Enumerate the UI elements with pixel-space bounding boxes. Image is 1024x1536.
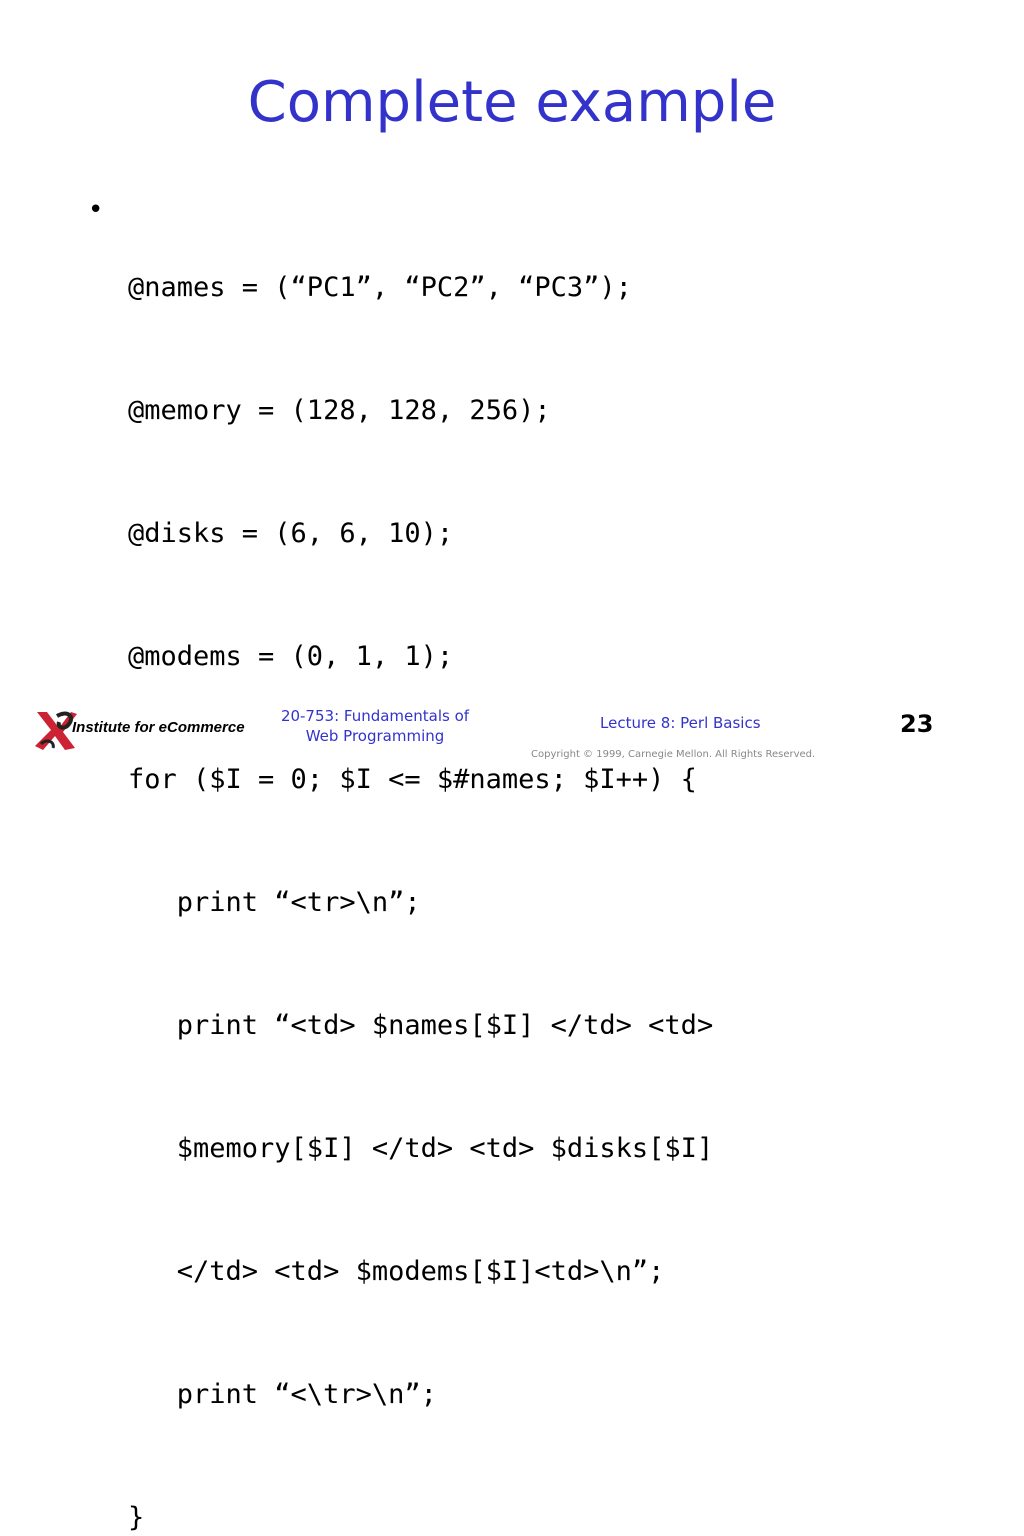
code-block: @names = (“PC1”, “PC2”, “PC3”); @memory … [128, 185, 713, 1536]
code-line: @memory = (128, 128, 256); [128, 395, 551, 426]
code-line: print “<\tr>\n”; [128, 1379, 437, 1410]
code-line: @modems = (0, 1, 1); [128, 641, 454, 672]
logo-text: Institute for eCommerce [72, 719, 245, 736]
code-line: @names = (“PC1”, “PC2”, “PC3”); [128, 272, 632, 303]
code-line: print “<tr>\n”; [128, 887, 421, 918]
code-line: $memory[$I] </td> <td> $disks[$I] [128, 1133, 714, 1164]
institute-logo-icon [35, 711, 77, 750]
copyright-notice: Copyright © 1999, Carnegie Mellon. All R… [531, 749, 816, 760]
course-line-2: Web Programming [305, 727, 445, 745]
code-line: print “<td> $names[$I] </td> <td> [128, 1010, 714, 1041]
course-line-1: 20-753: Fundamentals of [280, 707, 470, 725]
slide-title: Complete example [247, 70, 777, 135]
code-line: } [128, 1502, 145, 1533]
code-line: @disks = (6, 6, 10); [128, 518, 454, 549]
code-line: for ($I = 0; $I <= $#names; $I++) { [128, 764, 697, 795]
page-number: 23 [900, 710, 934, 738]
code-line: </td> <td> $modems[$I]<td>\n”; [128, 1256, 665, 1287]
bullet-marker: • [88, 195, 104, 225]
lecture-title: Lecture 8: Perl Basics [600, 714, 761, 732]
course-title: 20-753: Fundamentals of Web Programming [250, 706, 500, 746]
